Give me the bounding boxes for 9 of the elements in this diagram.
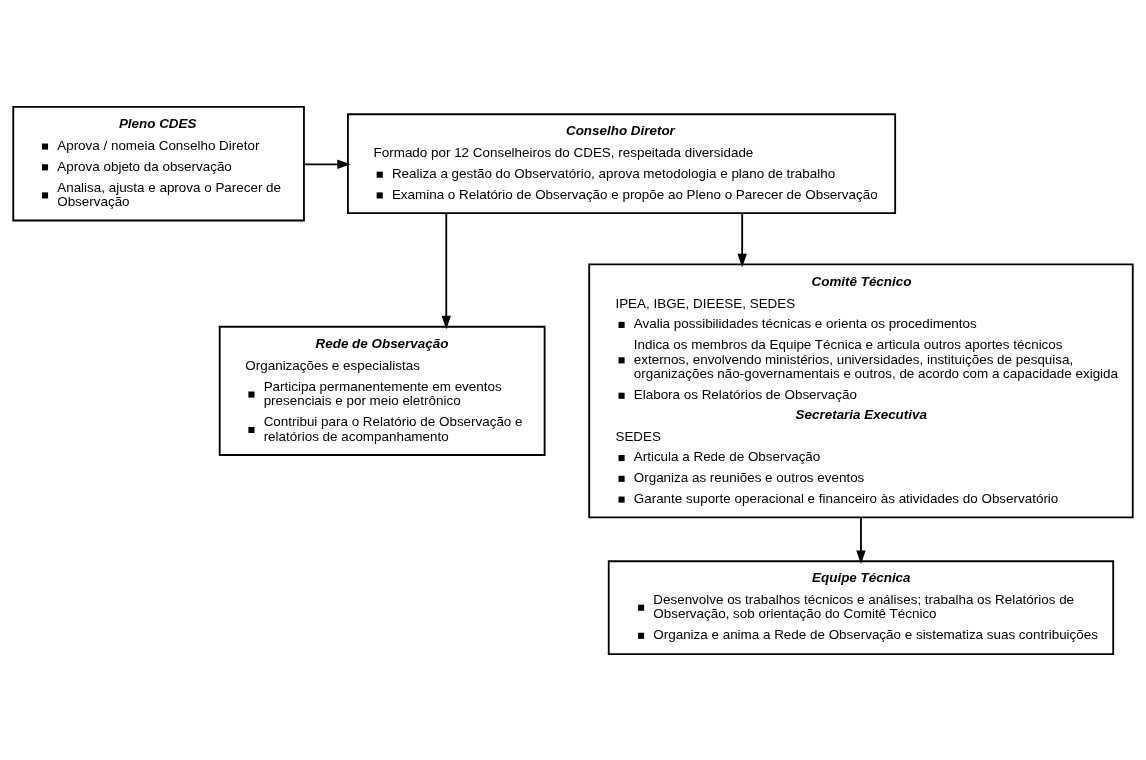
- node-box: Rede de Observação Organizações e especialistas Participa permanentemente em eventos presenciais e por meio eletrônico Contribui para o Relatório de Observação e relatórios de acompanhamento: [218, 325, 546, 456]
- arrow: [737, 212, 747, 267]
- node-box: Pleno CDES Aprova / nomeia Conselho Diretor Aprova objeto da observação Analisa, ajusta e aprova o Parecer de Observação: [12, 105, 305, 221]
- node-box: Conselho Diretor Formado por 12 Conselheiros do CDES, respeitada diversidade Realiza a gestão do Observatório, aprova metodologia e plano de trabalho Examina o Relatório de Observação e propõe ao Pleno o Parecer de Observação: [347, 112, 897, 214]
- arrow: [441, 212, 451, 329]
- arrow: [303, 159, 351, 169]
- node-box: Comitê Técnico IPEA, IBGE, DIEESE, SEDES Avalia possibilidades técnicas e orienta os procedimentos Indica os membros da Equipe Técnica e articula outros aportes técnicos externos, envolvendo ministérios, universidades, instituições de pesquisa, organizações não-governamentais e outros, de acordo com a capacidade exigida Elabora os Relatórios de Observação Secretaria Executiva SEDES Articula a Rede de Observação Organiza as reuniões e outros eventos Garante suporte operacional e financeiro às atividades do Observatório: [588, 263, 1134, 518]
- node-box: Equipe Técnica Desenvolve os trabalhos técnicos e análises; trabalha os Relatórios de Observação, sob orientação do Comitê Técnico Organiza e anima a Rede de Observação e sistematiza suas contribuições: [607, 559, 1115, 655]
- arrow: [856, 515, 866, 564]
